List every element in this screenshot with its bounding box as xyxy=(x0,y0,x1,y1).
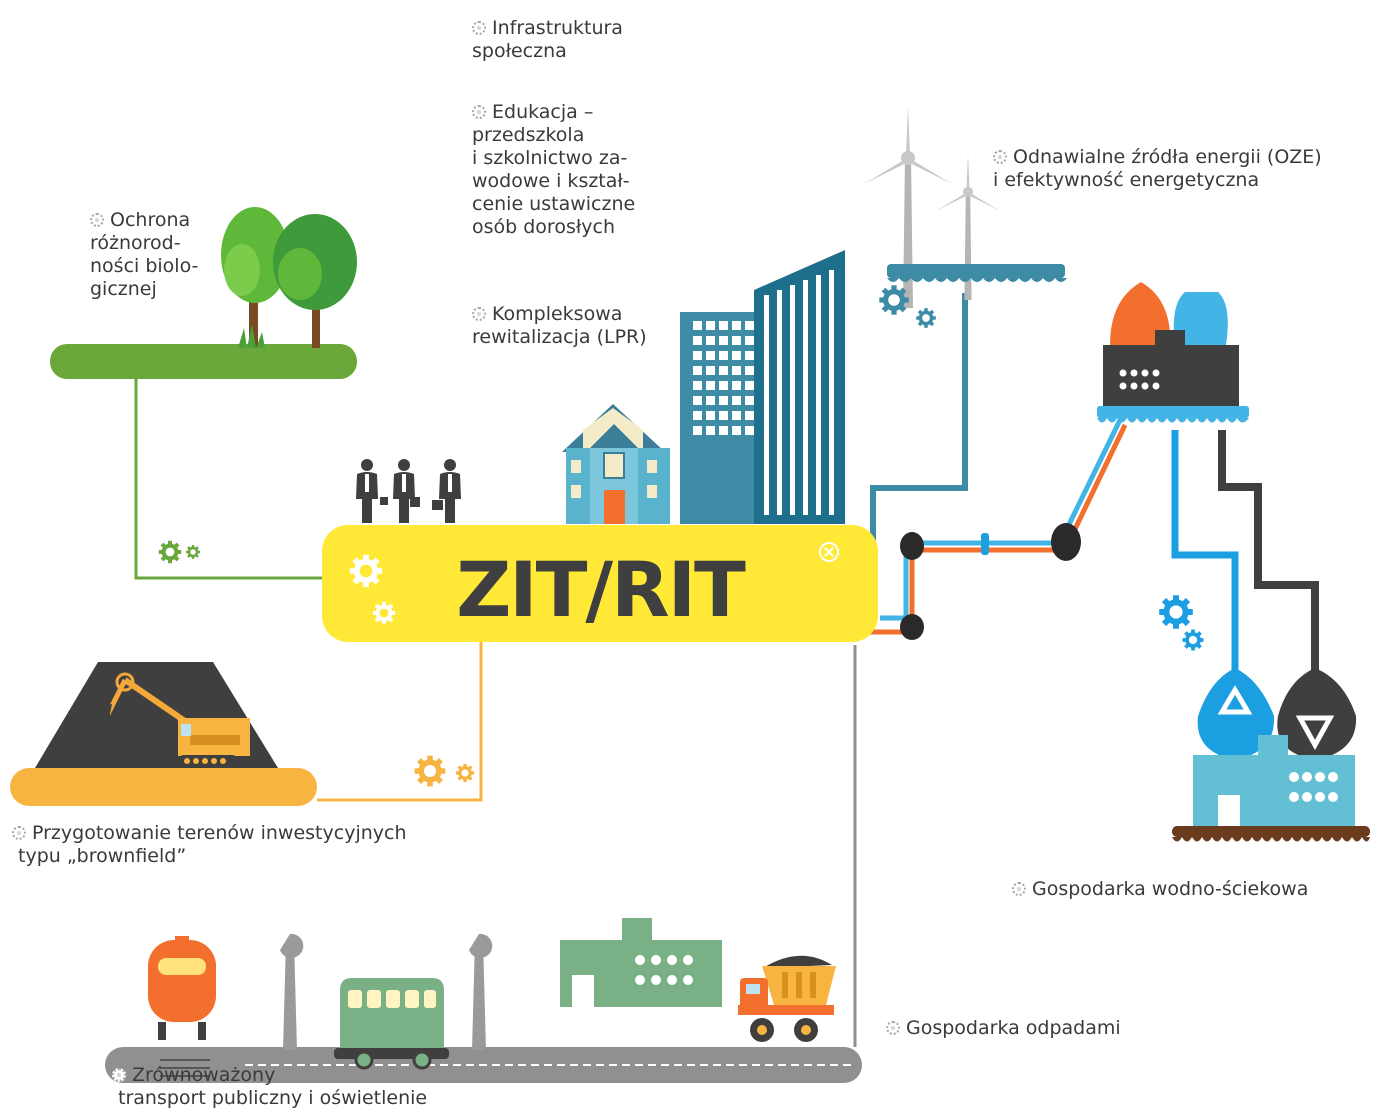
train-icon xyxy=(148,936,216,1077)
hub-title: ZIT/RIT xyxy=(456,545,746,634)
energy-connector xyxy=(870,293,968,545)
water-pipe-blue-down xyxy=(1171,430,1239,680)
people-icon xyxy=(356,459,461,523)
tree-icon xyxy=(221,207,357,348)
bullet-icon xyxy=(12,826,26,840)
house-icon xyxy=(562,404,670,524)
label-edukacja: Edukacja – przedszkola i szkolnictwo za-… xyxy=(472,101,636,238)
water-treatment-icon xyxy=(1172,668,1370,842)
factory-icon xyxy=(1097,282,1249,423)
bullet-icon xyxy=(112,1068,126,1082)
water-pipe-blue xyxy=(880,418,1123,621)
brownfield-connector xyxy=(317,642,483,802)
label-rewitalizacja: Kompleksowa rewitalizacja (LPR) xyxy=(472,303,647,348)
bullet-icon xyxy=(472,21,486,35)
label-oze: Odnawialne źródła energii (OZE) i efekty… xyxy=(993,146,1322,191)
excavator-icon xyxy=(10,662,317,806)
label-woda: Gospodarka wodno-ściekowa xyxy=(1012,878,1308,901)
top-clipped-label: przyrody xyxy=(1040,0,1210,2)
dump-truck-icon xyxy=(738,955,836,1042)
bullet-icon xyxy=(993,150,1007,164)
factory-icon xyxy=(560,918,722,1007)
energy-platform xyxy=(887,264,1067,282)
bullet-icon xyxy=(90,213,104,227)
close-badge-icon xyxy=(819,542,839,562)
zit-rit-hub: ZIT/RIT xyxy=(322,525,878,642)
label-ochrona: Ochrona różnorod- ności biolo- gicznej xyxy=(90,209,199,300)
pipe-icon xyxy=(900,523,1081,640)
label-odpady: Gospodarka odpadami xyxy=(886,1017,1121,1040)
water-pipe-dark-down xyxy=(1218,430,1319,680)
bullet-icon xyxy=(886,1021,900,1035)
label-infrastruktura: Infrastruktura społeczna xyxy=(472,17,623,62)
bullet-icon xyxy=(472,105,486,119)
bullet-icon xyxy=(1012,882,1026,896)
bullet-icon xyxy=(472,307,486,321)
label-brownfield: Przygotowanie terenów inwestycyjnych typ… xyxy=(12,822,407,868)
nature-connector xyxy=(134,378,322,580)
bus-icon xyxy=(334,978,449,1070)
nature-platform xyxy=(50,344,357,379)
label-transport: Zrównoważony transport publiczny i oświe… xyxy=(112,1064,427,1110)
office-building-icon xyxy=(680,250,845,524)
